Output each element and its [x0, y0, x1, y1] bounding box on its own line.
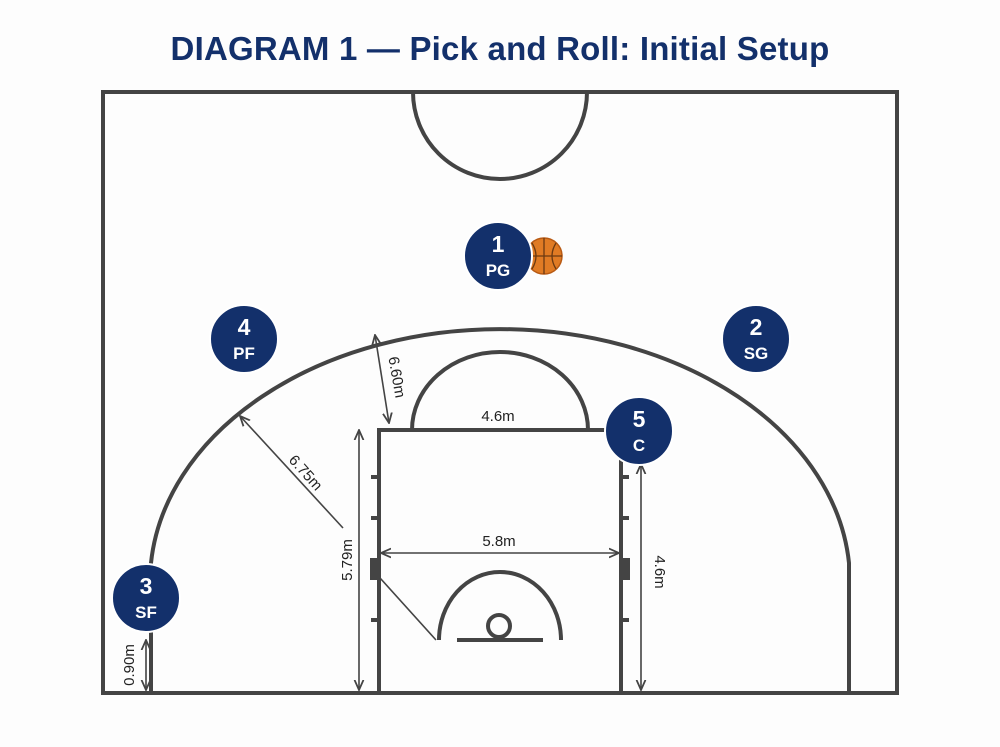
player-c: 5 C [604, 396, 674, 466]
player-sg: 2 SG [721, 304, 791, 374]
dim-three-point-radius-tail [379, 577, 437, 641]
label-corner-distance: 0.90m [121, 644, 138, 686]
player-sf: 3 SF [111, 563, 181, 633]
rim [486, 613, 512, 639]
player-number: 4 [238, 314, 251, 340]
dim-arc-to-key [375, 335, 389, 423]
player-number: 1 [492, 231, 505, 257]
dimension-lines [146, 335, 641, 690]
lane-hash-marks [370, 475, 630, 622]
player-position: C [633, 436, 645, 455]
player-number: 3 [140, 573, 153, 599]
player-position: SG [744, 344, 769, 363]
player-pf: 4 PF [209, 304, 279, 374]
label-lane-side: 4.6m [651, 555, 668, 588]
player-number: 2 [750, 314, 763, 340]
label-lane-width: 5.8m [482, 533, 515, 550]
player-position: PF [233, 344, 255, 363]
restricted-area-arc [437, 570, 563, 641]
label-arc-to-key: 6.60m [384, 355, 408, 399]
court-boundary [101, 90, 899, 695]
dim-three-point-radius [240, 416, 344, 529]
player-number: 5 [633, 406, 646, 432]
label-key-length: 5.79m [339, 539, 356, 581]
key-lane [377, 428, 623, 695]
free-throw-arc [410, 350, 590, 431]
diagram-title: DIAGRAM 1 — Pick and Roll: Initial Setup [170, 30, 830, 67]
player-position: PG [486, 261, 511, 280]
three-point-line [149, 327, 851, 693]
player-pg: 1 PG [463, 221, 533, 291]
center-circle [411, 91, 589, 181]
label-key-top-width: 4.6m [481, 408, 514, 425]
player-position: SF [135, 603, 157, 622]
